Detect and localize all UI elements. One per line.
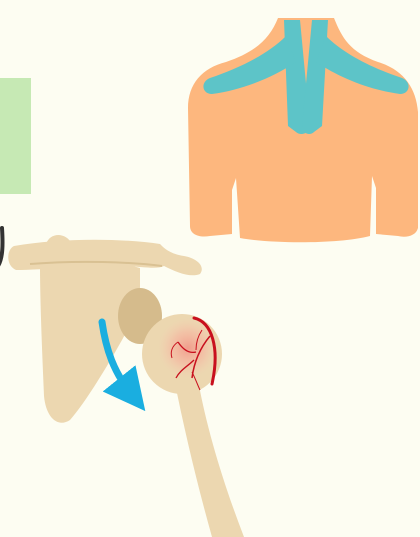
torso-icon bbox=[188, 18, 418, 242]
green-side-panel bbox=[0, 78, 31, 194]
stray-glyph-fragment bbox=[0, 228, 3, 266]
